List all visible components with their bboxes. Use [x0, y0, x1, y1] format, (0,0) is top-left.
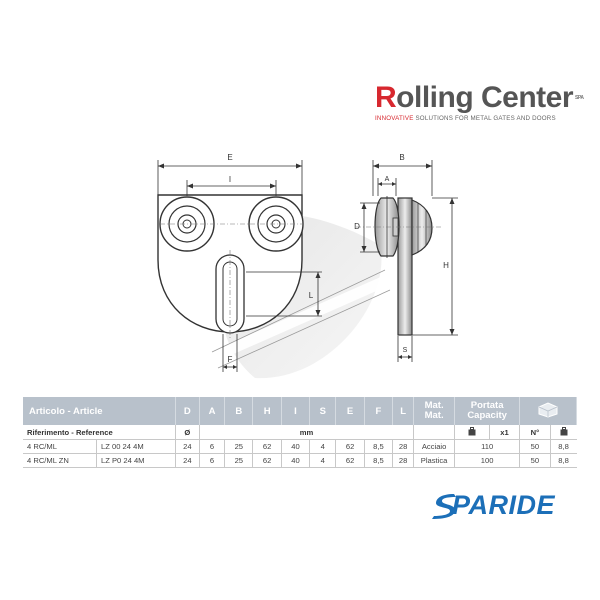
cell-i: 40 [281, 439, 311, 454]
cell-a: 6 [199, 439, 226, 454]
header-col-s: S [309, 397, 337, 425]
dim-label-a: A [385, 176, 390, 183]
header-col-i: I [281, 397, 311, 425]
cell-f: 8,5 [364, 439, 394, 454]
paride-wordmark: PARIDE [452, 490, 556, 520]
weight-icon-cell [454, 425, 490, 440]
paride-swoosh-icon [432, 494, 456, 519]
cell-l: 28 [392, 439, 415, 454]
cell-reference: LZ 00 24 4M [96, 439, 176, 454]
technical-drawing: E I L F B A D [157, 153, 458, 379]
table-subheader-row: Riferimento - Reference Ø mm x1 N° [23, 425, 577, 440]
subheader-diameter: Ø [175, 425, 200, 440]
cell-b: 25 [224, 453, 254, 468]
table-row: 4 RC/ML ZN LZ P0 24 4M 24 6 25 62 40 4 6… [23, 453, 577, 468]
cell-quantity: 50 [519, 453, 551, 468]
dim-label-e: E [227, 153, 232, 162]
header-col-b: B [224, 397, 254, 425]
dim-label-h: H [443, 261, 449, 270]
cell-reference: LZ P0 24 4M [96, 453, 176, 468]
cell-h: 62 [252, 439, 282, 454]
dim-label-s: S [403, 347, 408, 354]
cell-a: 6 [199, 453, 226, 468]
cell-f: 8,5 [364, 453, 394, 468]
cell-b: 25 [224, 439, 254, 454]
cell-article: 4 RC/ML [23, 439, 98, 454]
cell-h: 62 [252, 453, 282, 468]
cell-s: 4 [309, 453, 337, 468]
package-weight-icon [560, 426, 568, 435]
section-band [215, 275, 390, 360]
cell-capacity: 100 [454, 453, 521, 468]
header-material: Mat.Mat. [413, 397, 456, 425]
header-col-l: L [392, 397, 415, 425]
header-col-a: A [199, 397, 226, 425]
subheader-x1: x1 [489, 425, 521, 440]
cell-quantity: 50 [519, 439, 551, 454]
header-col-f: F [364, 397, 394, 425]
weight-icon [468, 426, 476, 435]
cell-capacity: 110 [454, 439, 521, 454]
header-col-d: D [175, 397, 200, 425]
cell-article: 4 RC/ML ZN [23, 453, 98, 468]
header-col-e: E [335, 397, 365, 425]
cell-d: 24 [175, 453, 200, 468]
table-row: 4 RC/ML LZ 00 24 4M 24 6 25 62 40 4 62 8… [23, 439, 577, 454]
cell-material: Acciaio [413, 439, 456, 454]
spec-table: Articolo - Article D A B H I S E F L Mat… [23, 397, 577, 468]
header-article: Articolo - Article [23, 397, 176, 425]
paride-logo: PARIDE [432, 490, 590, 520]
header-package [519, 397, 577, 425]
cell-s: 4 [309, 439, 337, 454]
package-weight-icon-cell [550, 425, 577, 440]
logo-tagline: INNOVATIVE SOLUTIONS FOR METAL GATES AND… [375, 115, 556, 122]
subheader-n: N° [519, 425, 551, 440]
dim-label-d: D [354, 222, 360, 231]
dim-label-l: L [309, 291, 314, 300]
cell-d: 24 [175, 439, 200, 454]
header-col-h: H [252, 397, 282, 425]
table-header-row: Articolo - Article D A B H I S E F L Mat… [23, 397, 577, 425]
cell-l: 28 [392, 453, 415, 468]
box-icon [538, 401, 558, 418]
dim-label-f: F [228, 355, 233, 364]
side-view [356, 196, 442, 336]
cell-weight: 8,8 [550, 453, 577, 468]
cell-e: 62 [335, 439, 365, 454]
cell-material: Plastica [413, 453, 456, 468]
cell-e: 62 [335, 453, 365, 468]
dim-label-b: B [399, 153, 404, 162]
dim-label-i: I [229, 175, 231, 184]
cell-weight: 8,8 [550, 439, 577, 454]
subheader-unit: mm [199, 425, 415, 440]
cell-i: 40 [281, 453, 311, 468]
subheader-reference: Riferimento - Reference [23, 425, 176, 440]
